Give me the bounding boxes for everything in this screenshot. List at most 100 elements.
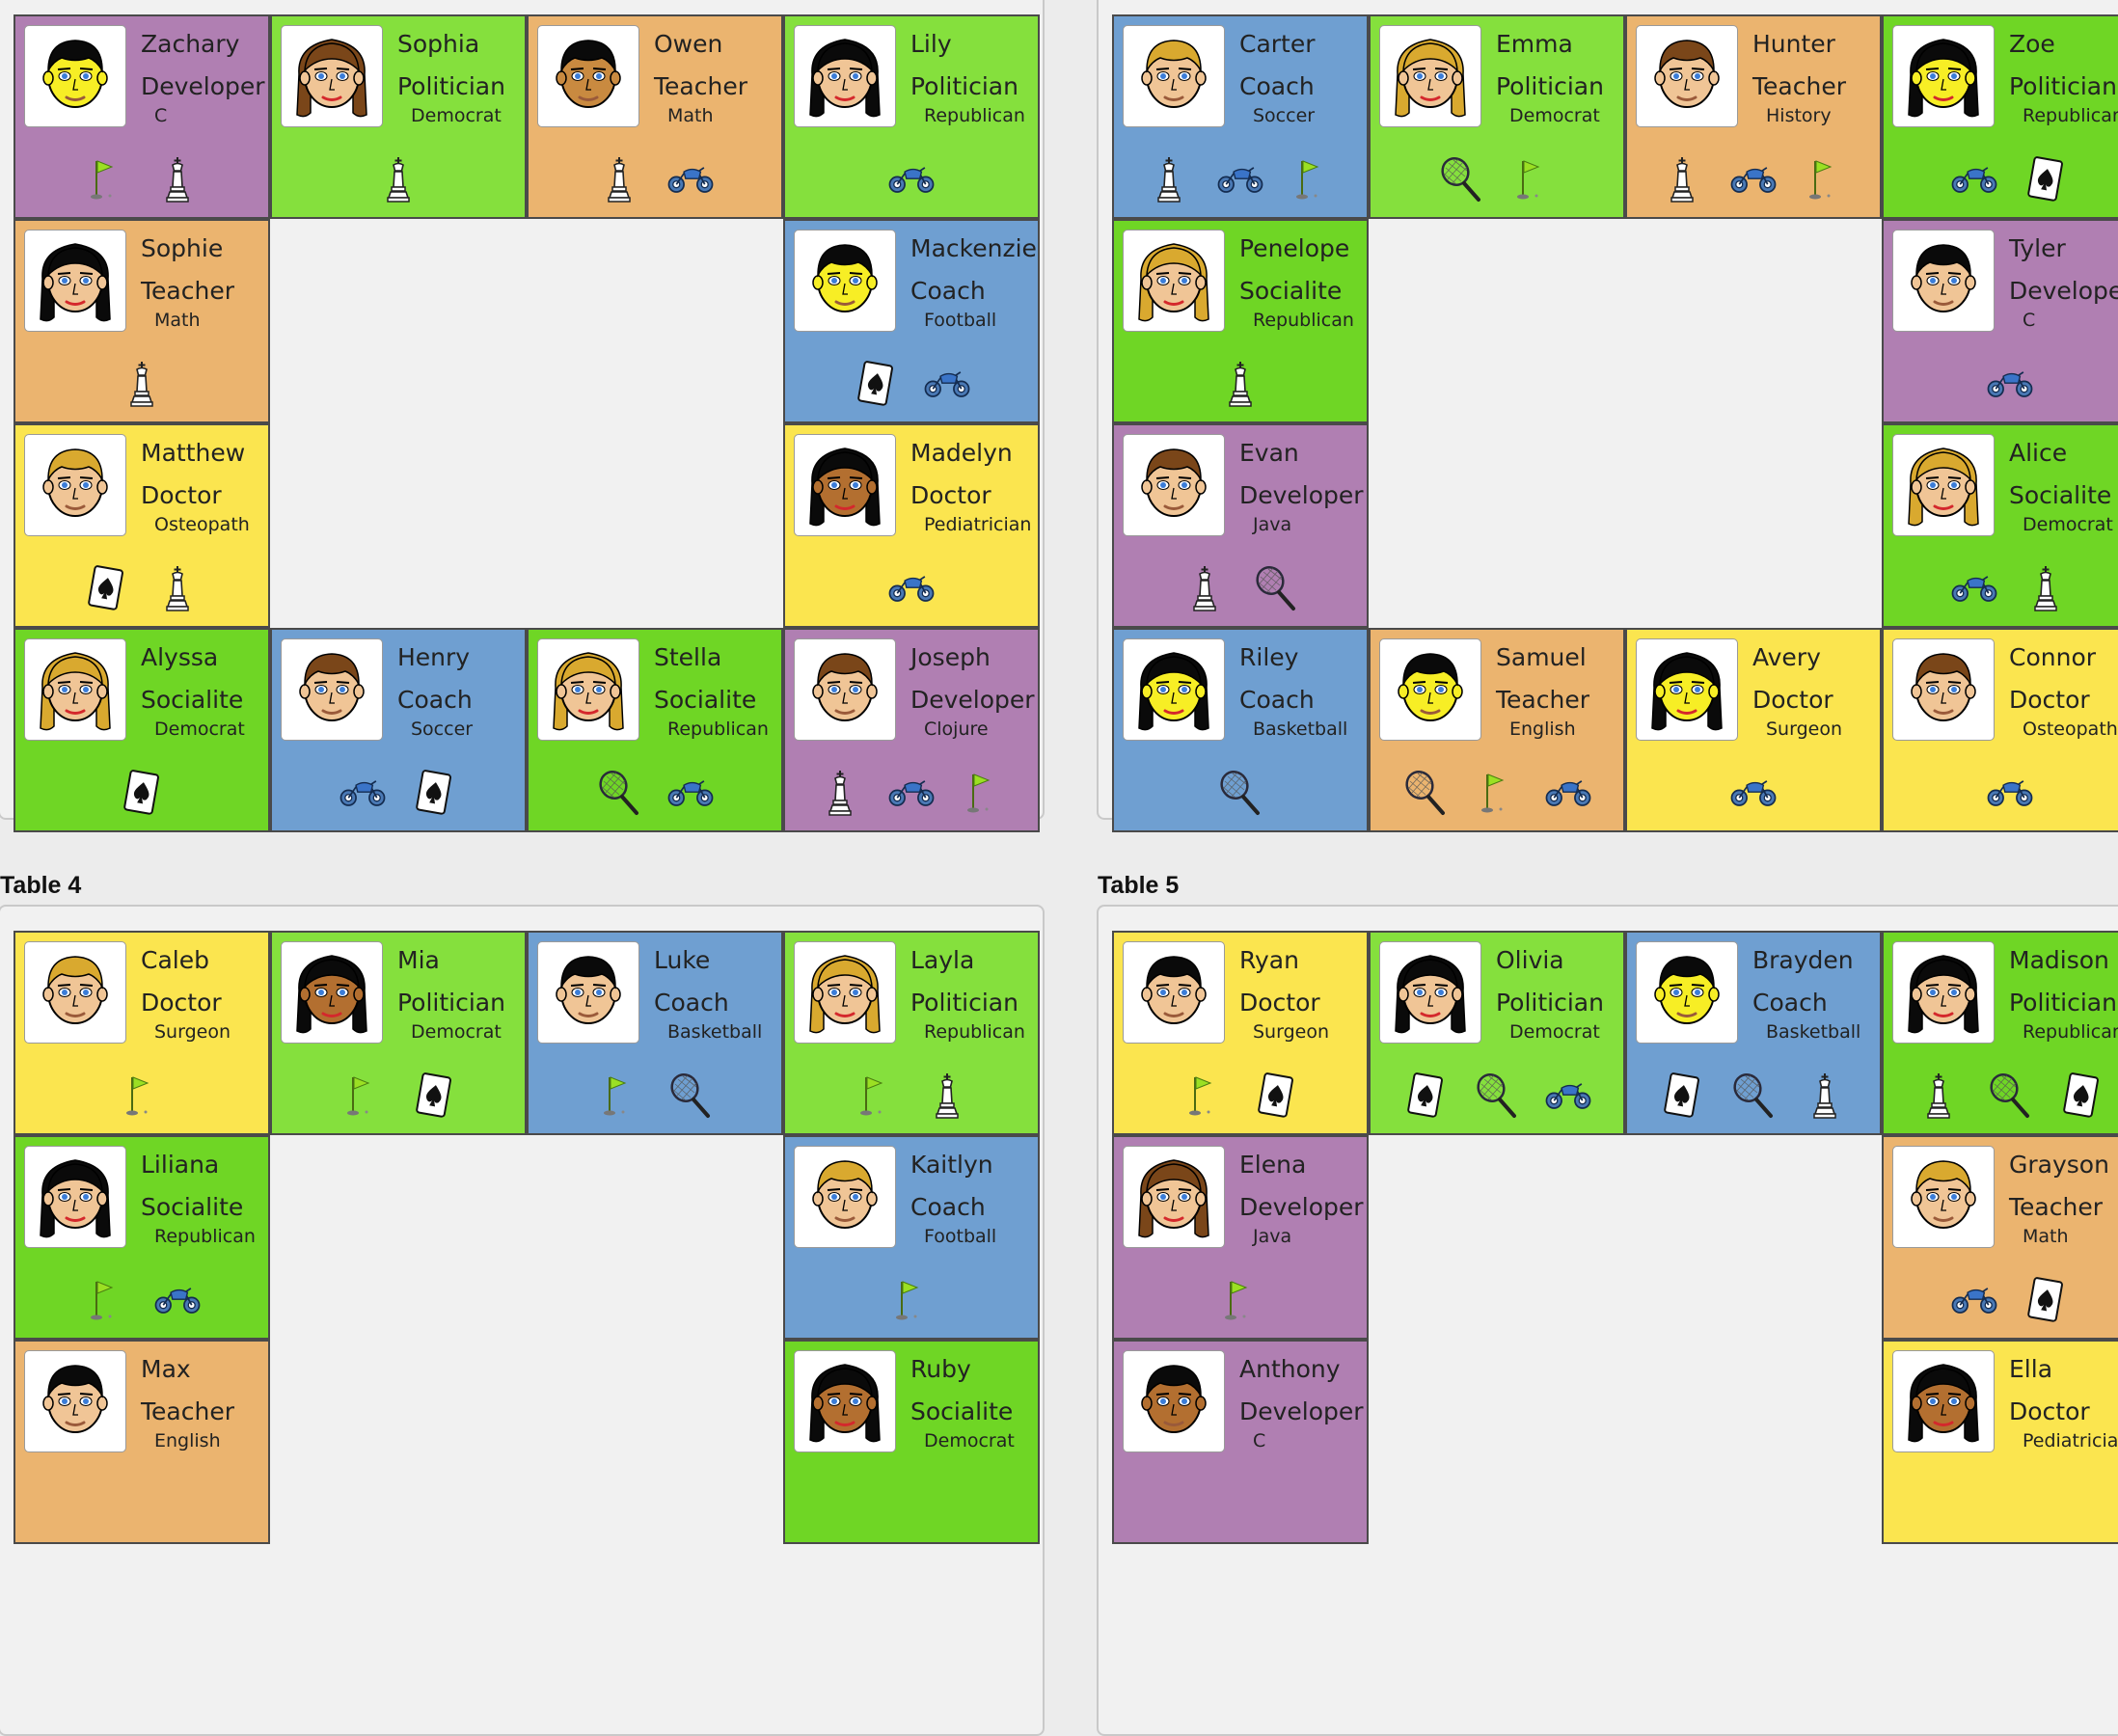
- guest-specialty: Math: [667, 105, 714, 126]
- motorcycle-icon: [338, 766, 388, 820]
- guest-profession: Teacher: [141, 1397, 234, 1425]
- chess-king-icon: [1180, 561, 1230, 615]
- golf-flag-icon: [1800, 152, 1850, 206]
- guest-avatar: [1892, 638, 1995, 741]
- chess-king-icon: [1914, 1069, 1964, 1123]
- guest-specialty: Democrat: [411, 1021, 502, 1043]
- tennis-racket-icon: [1400, 766, 1451, 820]
- guest-avatar: [537, 941, 639, 1044]
- guest-specialty: Basketball: [1766, 1021, 1861, 1043]
- guest-name: Henry: [397, 643, 471, 671]
- guest-avatar: [24, 638, 126, 741]
- guest-profession: Teacher: [2009, 1193, 2103, 1221]
- motorcycle-icon: [886, 152, 937, 206]
- guest-specialty: Clojure: [924, 719, 989, 740]
- guest-profession: Doctor: [141, 989, 222, 1017]
- guest-avatar: [1636, 638, 1738, 741]
- guest-name: Tyler: [2009, 234, 2066, 262]
- hobby-row: [1635, 765, 1872, 821]
- guest-name: Ella: [2009, 1355, 2053, 1383]
- guest-name: Avery: [1752, 643, 1821, 671]
- hobby-row: [793, 560, 1030, 616]
- guest-profession: Socialite: [654, 686, 757, 714]
- motorcycle-icon: [1985, 357, 2035, 411]
- guest-profession: Socialite: [1239, 277, 1343, 305]
- guest-specialty: English: [154, 1430, 221, 1451]
- guest-avatar: [794, 1350, 896, 1452]
- hobby-row: [1378, 765, 1616, 821]
- motorcycle-icon: [1728, 766, 1779, 820]
- guest-avatar: [794, 1146, 896, 1248]
- guest-name: Sophie: [141, 234, 224, 262]
- guest-name: Emma: [1496, 30, 1573, 58]
- guest-specialty: Java: [1253, 1226, 1292, 1247]
- guest-specialty: Math: [154, 310, 201, 331]
- chess-king-icon: [152, 561, 203, 615]
- guest-specialty: Democrat: [1509, 1021, 1600, 1043]
- guest-avatar: [24, 1350, 126, 1452]
- guest-profession: Politician: [1496, 72, 1604, 100]
- guest-name: Anthony: [1239, 1355, 1341, 1383]
- guest-profession: Doctor: [2009, 686, 2090, 714]
- guest-specialty: Soccer: [1253, 105, 1316, 126]
- guest-card[interactable]: TylerDeveloperC: [1882, 219, 2118, 423]
- guest-name: Olivia: [1496, 946, 1564, 974]
- guest-specialty: Democrat: [411, 105, 502, 126]
- guest-profession: Politician: [2009, 989, 2117, 1017]
- golf-flag-icon: [338, 1069, 388, 1123]
- guest-avatar: [1123, 1350, 1225, 1452]
- tennis-racket-icon: [1436, 152, 1486, 206]
- spade-card-icon: [2056, 1069, 2106, 1123]
- motorcycle-icon: [1949, 1273, 1999, 1327]
- guest-avatar: [794, 941, 896, 1044]
- guest-specialty: Surgeon: [154, 1021, 231, 1043]
- guest-card[interactable]: EllaDoctorPediatrician: [1882, 1340, 2118, 1544]
- guest-name: Riley: [1239, 643, 1299, 671]
- guest-name: Brayden: [1752, 946, 1854, 974]
- guest-specialty: Republican: [924, 105, 1025, 126]
- guest-profession: Socialite: [2009, 481, 2112, 509]
- guest-profession: Coach: [1752, 989, 1828, 1017]
- guest-profession: Teacher: [141, 277, 234, 305]
- motorcycle-icon: [1215, 152, 1265, 206]
- guest-profession: Developer: [2009, 277, 2118, 305]
